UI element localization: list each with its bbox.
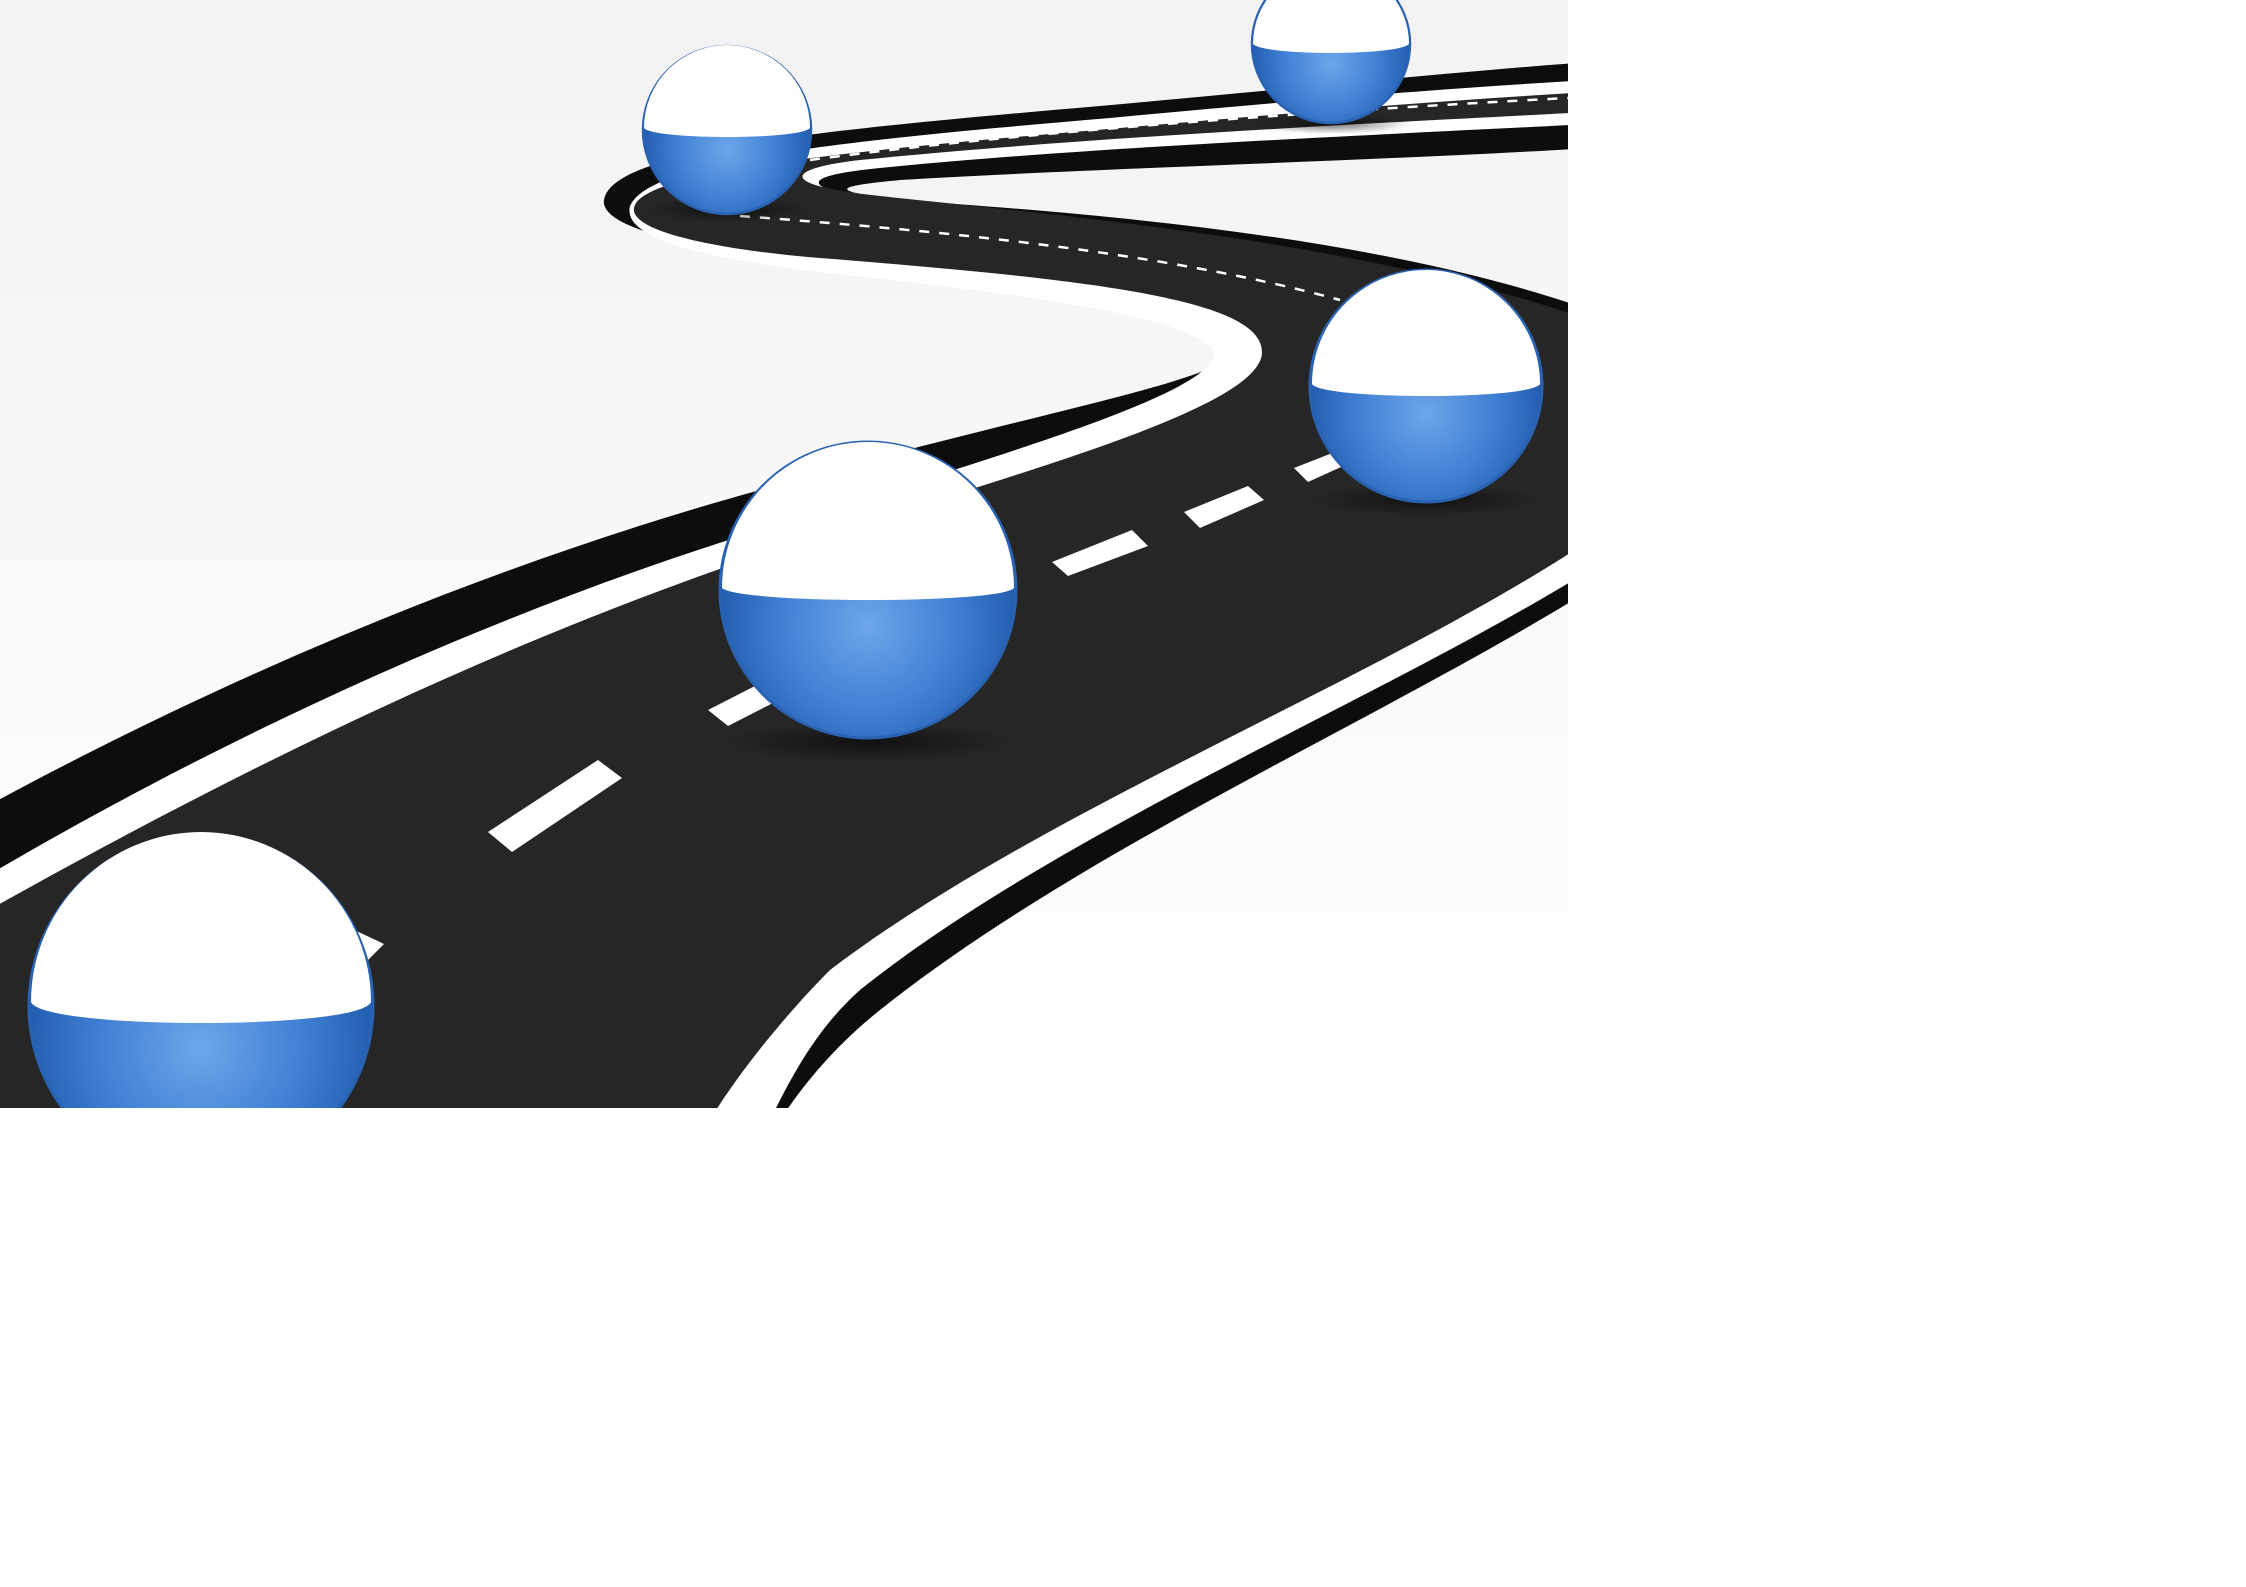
milestone-4-label-panel bbox=[1253, 0, 1409, 53]
roadmap-scene bbox=[0, 0, 1568, 1108]
